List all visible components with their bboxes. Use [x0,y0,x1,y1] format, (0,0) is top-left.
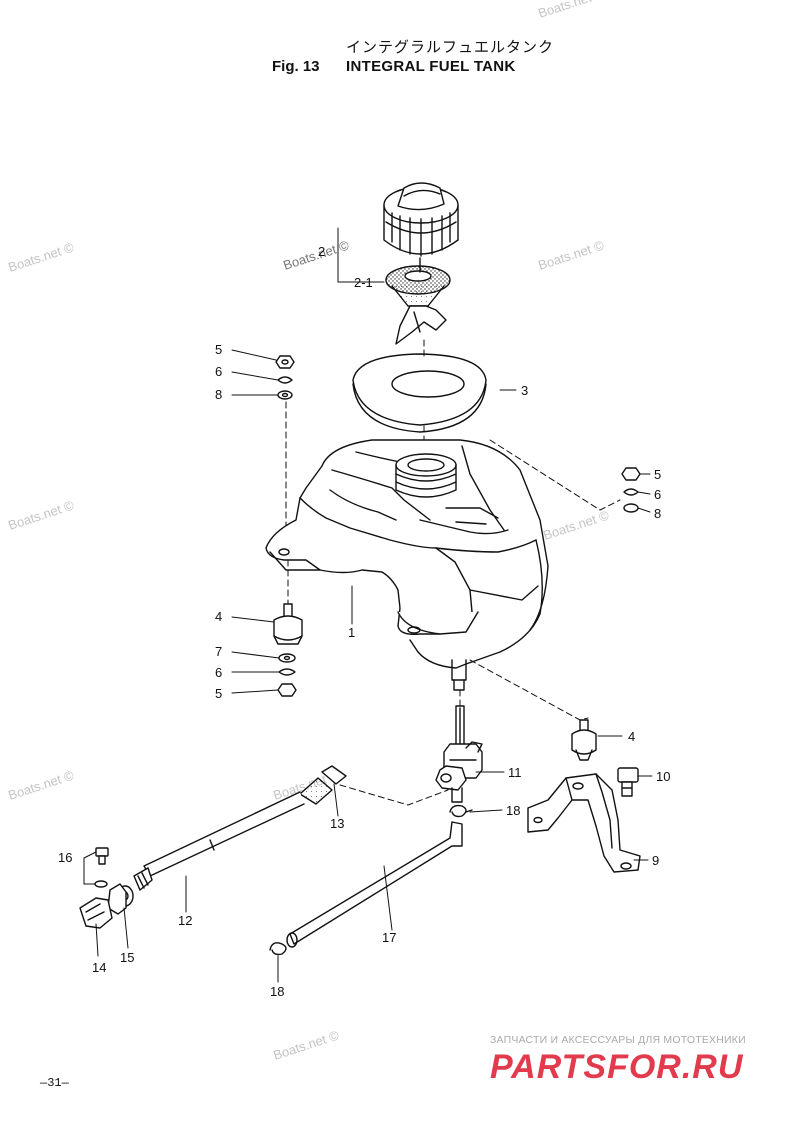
label-part-11: 11 [508,765,522,780]
title-japanese: インテグラルフュエルタンク [346,39,555,56]
label-part-16: 16 [58,850,72,865]
watermark: Boats.net © [6,497,76,532]
shop-tagline: ЗАПЧАСТИ И АКСЕССУАРЫ ДЛЯ МОТОТЕХНИКИ [490,1034,746,1046]
fuel-strainer [385,257,451,345]
label-part-5: 5 [215,686,222,701]
connector-and-washer [79,883,134,929]
label-part-6: 6 [215,364,222,379]
label-part-8: 8 [654,506,661,521]
label-part-10: 10 [656,769,670,784]
watermark: Boats.net © [541,507,611,542]
label-part-4: 4 [628,729,635,744]
fuel-tank-body [265,439,549,691]
fuel-cap [383,182,459,257]
label-part-4: 4 [215,609,222,624]
label-part-17: 17 [382,930,396,945]
label-part-2-1: 2-1 [354,275,373,290]
watermark: Boats.net © [271,1027,341,1062]
label-part-2: 2 [318,244,325,259]
tank-bracket [527,773,641,873]
label-part-15: 15 [120,950,134,965]
label-part-8: 8 [215,387,222,402]
label-part-9: 9 [652,853,659,868]
watermark: Boats.net © [536,237,606,272]
label-part-5: 5 [215,342,222,357]
title-english: INTEGRAL FUEL TANK [346,58,516,75]
watermark: Boats.net © [281,237,351,272]
left-bottom-mount [273,603,303,697]
fuel-line [133,765,347,891]
label-part-13: 13 [330,816,344,831]
shop-logo: PARTSFOR.RU [490,1048,744,1086]
bolt [617,767,639,797]
watermark: Boats.net © [6,767,76,802]
right-top-fasteners [621,467,641,513]
label-part-6: 6 [654,487,661,502]
hose-clip-lower [269,942,287,956]
label-part-5: 5 [654,467,661,482]
figure-number: Fig. 13 [272,58,320,75]
leader-lines [83,227,653,983]
watermark: Boats.net © [6,239,76,274]
part-number-labels: 2 2-1 3 5 6 8 1 4 7 6 5 5 6 8 4 10 9 11 … [58,244,670,999]
label-part-6: 6 [215,665,222,680]
hose-clip-upper [449,804,473,818]
page-number: —31— [40,1076,69,1090]
right-mount [571,719,597,761]
screw-and-washer [94,847,109,888]
label-part-1: 1 [348,625,355,640]
label-part-14: 14 [92,960,106,975]
tank-gasket [352,353,487,433]
label-part-18: 18 [270,984,284,999]
label-part-7: 7 [215,644,222,659]
fuel-cock [435,705,483,803]
watermark: Boats.net © [536,0,606,21]
fuel-hose [286,821,463,948]
label-part-3: 3 [521,383,528,398]
label-part-18: 18 [506,803,520,818]
left-top-fasteners [275,355,295,400]
label-part-12: 12 [178,913,192,928]
